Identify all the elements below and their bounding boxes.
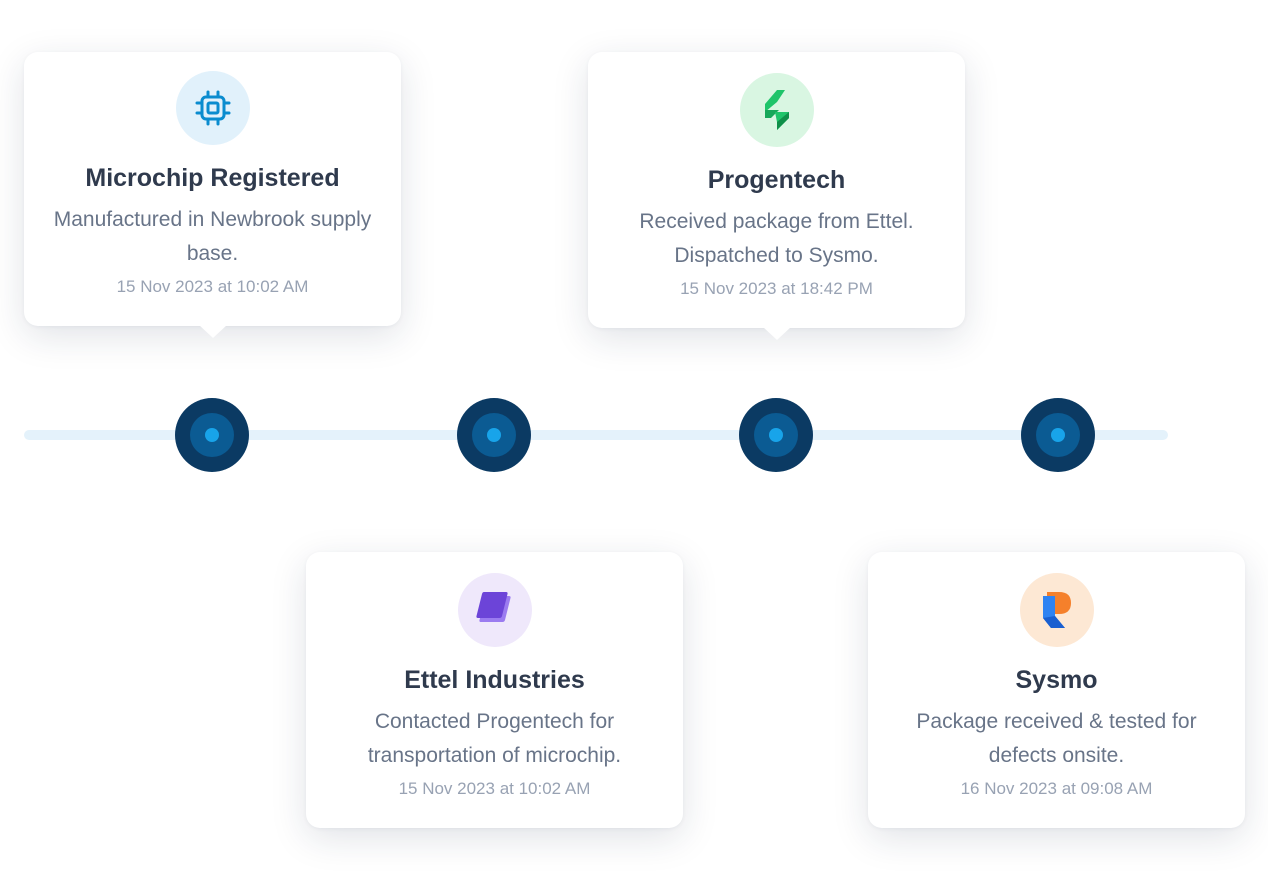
sysmo-logo-icon (1019, 573, 1094, 647)
event-card-sysmo: Sysmo Package received & tested for defe… (868, 552, 1245, 828)
event-title: Progentech (707, 166, 846, 194)
microchip-icon (175, 71, 250, 145)
event-title: Ettel Industries (404, 666, 585, 694)
event-title: Sysmo (1015, 666, 1098, 694)
event-card-microchip-registered: Microchip Registered Manufactured in New… (24, 52, 401, 338)
progentech-logo-icon (739, 73, 814, 147)
timeline-node-2[interactable] (457, 398, 531, 472)
event-title: Microchip Registered (85, 164, 340, 192)
event-timestamp: 15 Nov 2023 at 18:42 PM (680, 279, 873, 298)
event-description: Received package from Ettel. Dispatched … (639, 210, 914, 267)
timeline-node-3[interactable] (739, 398, 813, 472)
ettel-logo-icon (457, 573, 532, 647)
event-card-ettel-industries: Ettel Industries Contacted Progentech fo… (306, 552, 683, 828)
timeline-node-4[interactable] (1021, 398, 1095, 472)
event-timestamp: 15 Nov 2023 at 10:02 AM (398, 779, 591, 798)
event-card-progentech: Progentech Received package from Ettel. … (588, 52, 965, 340)
event-description: Manufactured in Newbrook supply base. (53, 208, 372, 265)
event-timestamp: 15 Nov 2023 at 10:02 AM (116, 277, 309, 296)
event-timestamp: 16 Nov 2023 at 09:08 AM (960, 779, 1153, 798)
timeline-track (24, 430, 1168, 440)
event-description: Package received & tested for defects on… (916, 710, 1197, 767)
timeline-node-1[interactable] (175, 398, 249, 472)
event-description: Contacted Progentech for transportation … (367, 710, 622, 767)
